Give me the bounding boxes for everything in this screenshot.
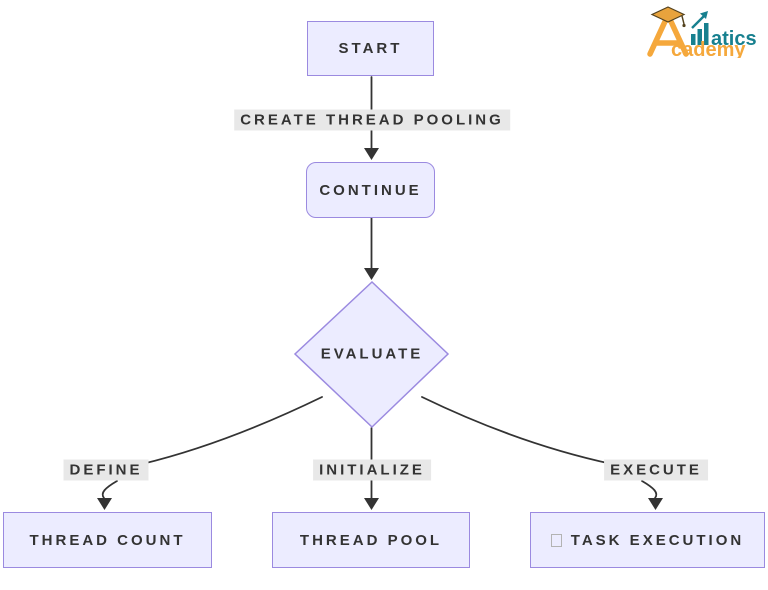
arrowhead-task-execution [648, 498, 663, 510]
graduation-cap-tassel-end [682, 23, 686, 28]
node-thread-count-label: THREAD COUNT [29, 531, 186, 549]
node-thread-pool: THREAD POOL [272, 512, 470, 568]
node-task-execution-label: TASK EXECUTION [570, 531, 745, 549]
missing-glyph-icon [550, 533, 562, 547]
growth-arrow-icon [691, 14, 706, 29]
arrowhead-thread-count [97, 498, 112, 510]
edge-define-thread-count [101, 480, 118, 499]
node-evaluate-label: EVALUATE [320, 345, 424, 363]
arrowhead-thread-pool [364, 498, 379, 510]
node-continue: CONTINUE [306, 162, 435, 218]
brand-word-top: atics [711, 28, 757, 50]
node-thread-count: THREAD COUNT [3, 512, 212, 568]
edge-label-initialize: INITIALIZE [313, 459, 431, 481]
edge-evaluate-define [141, 396, 323, 465]
bar-chart-icon [691, 23, 709, 45]
edge-execute-task-execution [641, 480, 658, 499]
node-start-label: START [338, 40, 403, 57]
graduation-cap-tassel [681, 15, 685, 25]
edge-label-create-thread-pooling: CREATE THREAD POOLING [234, 109, 510, 131]
edge-label-execute: EXECUTE [604, 459, 708, 481]
growth-arrow-head [700, 11, 708, 19]
brand-word-bottom: cademy [671, 39, 746, 58]
brand-logo: atics cademy [647, 6, 757, 58]
arrowhead-continue [364, 148, 379, 160]
node-task-execution: TASK EXECUTION [530, 512, 765, 568]
graduation-cap-icon [650, 6, 686, 23]
edge-evaluate-execute [421, 396, 613, 465]
edge-label-define: DEFINE [63, 459, 149, 481]
evaluate-diamond-shape [293, 280, 450, 429]
arrowhead-evaluate [364, 268, 379, 280]
node-continue-label: CONTINUE [319, 181, 422, 199]
node-start: START [307, 21, 434, 76]
node-thread-pool-label: THREAD POOL [299, 531, 443, 549]
